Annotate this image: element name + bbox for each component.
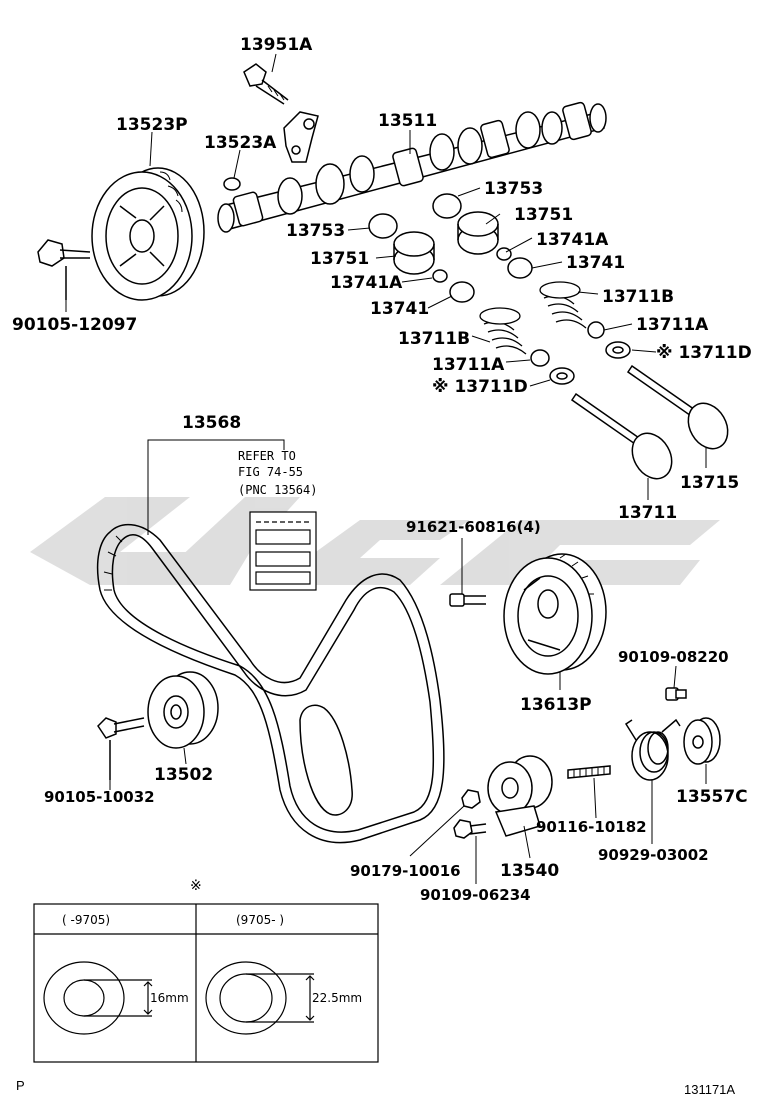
shim-diagram-large — [205, 961, 315, 1035]
label-13711b-upper: 13711B — [602, 287, 674, 307]
label-13711d-upper: ※ 13711D — [656, 343, 752, 363]
timing-belt-icon — [96, 524, 445, 844]
leader-lines — [65, 53, 707, 884]
variant-table — [33, 903, 379, 1063]
shim-13753-upper-icon — [432, 193, 462, 219]
label-90105-10032: 90105-10032 — [44, 788, 155, 806]
idler-pulley-icon — [147, 671, 219, 749]
tension-spring-icon — [624, 718, 681, 781]
refer-note-line1: REFER TO — [238, 449, 296, 463]
footer-left-code: P — [16, 1078, 25, 1093]
label-13711a-lower: 13711A — [432, 355, 505, 375]
label-13751-upper: 13751 — [514, 205, 573, 225]
label-13502: 13502 — [154, 765, 213, 785]
table-col2-dim: 22.5mm — [312, 991, 362, 1005]
bolt-91621-60816-icon — [449, 593, 486, 607]
table-mark: ※ — [190, 878, 202, 894]
footer-figure-number: 131171A — [684, 1082, 736, 1097]
label-90109-06234: 90109-06234 — [420, 886, 531, 904]
label-13711a-upper: 13711A — [636, 315, 709, 335]
label-13753-upper: 13753 — [484, 179, 543, 199]
watermark-logo — [30, 497, 720, 585]
label-13711b-lower: 13711B — [398, 329, 470, 349]
bolt-90109-06234-icon — [453, 819, 487, 839]
lifter-13751-upper-icon — [457, 211, 499, 255]
bolt-90105-12097-icon — [37, 239, 91, 300]
label-13741-upper: 13741 — [566, 253, 625, 273]
label-90179-10016: 90179-10016 — [350, 862, 461, 880]
camshaft-pulley-icon — [91, 167, 205, 301]
label-13751-lower: 13751 — [310, 249, 369, 269]
label-13511: 13511 — [378, 111, 437, 131]
label-13540: 13540 — [500, 861, 559, 881]
bolt-90105-10032-icon — [97, 717, 145, 780]
label-13557c: 13557C — [676, 787, 748, 807]
valve-spring-lower-icon — [479, 307, 527, 355]
valve-13715-icon — [626, 364, 729, 450]
crankshaft-pulley-icon — [503, 553, 607, 675]
refer-note-line3: (PNC 13564) — [238, 483, 317, 497]
label-13741a-upper: 13741A — [536, 230, 609, 250]
label-13741-lower: 13741 — [370, 299, 429, 319]
label-91621-60816: 91621-60816(4) — [406, 518, 541, 536]
label-90929-03002: 90929-03002 — [598, 846, 709, 864]
keeper-13741a-upper-icon — [496, 247, 512, 261]
nut-90179-10016-icon — [461, 789, 481, 809]
valve-spring-upper-icon — [539, 281, 587, 329]
label-13951a: 13951A — [240, 35, 313, 55]
label-13613p: 13613P — [520, 695, 592, 715]
label-13711: 13711 — [618, 503, 677, 523]
table-col1-header: ( -9705) — [62, 913, 110, 927]
bolt-90109-08220-icon — [665, 687, 687, 701]
lifter-13751-lower-icon — [393, 231, 435, 275]
label-90116-10182: 90116-10182 — [536, 818, 647, 836]
spring-seat-upper-icon — [605, 341, 631, 359]
camshaft-icon — [217, 101, 607, 233]
bearing-cap-icon — [283, 111, 319, 163]
shim-diagram-small — [43, 961, 153, 1035]
tensioner-pin-icon — [683, 717, 721, 765]
bolt-13951a-icon — [243, 63, 289, 105]
retainer-13741-upper-icon — [507, 257, 533, 279]
refer-note-box — [249, 511, 317, 591]
table-col1-dim: 16mm — [150, 991, 189, 1005]
shim-13753-lower-icon — [368, 213, 398, 239]
label-13715: 13715 — [680, 473, 739, 493]
key-13523a-icon — [223, 177, 241, 191]
label-90105-12097: 90105-12097 — [12, 315, 137, 335]
valve-seal-lower-icon — [530, 349, 550, 367]
label-90109-08220: 90109-08220 — [618, 648, 729, 666]
label-13523a: 13523A — [204, 133, 277, 153]
label-13568: 13568 — [182, 413, 241, 433]
spring-seat-lower-icon — [549, 367, 575, 385]
label-13741a-lower: 13741A — [330, 273, 403, 293]
valve-13711-icon — [570, 392, 673, 480]
keeper-13741a-lower-icon — [432, 269, 448, 283]
label-13523p: 13523P — [116, 115, 188, 135]
refer-note-line2: FIG 74-55 — [238, 465, 303, 479]
table-col2-header: (9705- ) — [236, 913, 284, 927]
label-13753-lower: 13753 — [286, 221, 345, 241]
valve-seal-upper-icon — [587, 321, 605, 339]
tensioner-pulley-icon — [487, 755, 553, 837]
retainer-13741-lower-icon — [449, 281, 475, 303]
stud-90116-10182-icon — [567, 765, 611, 779]
label-13711d-lower: ※ 13711D — [432, 377, 528, 397]
